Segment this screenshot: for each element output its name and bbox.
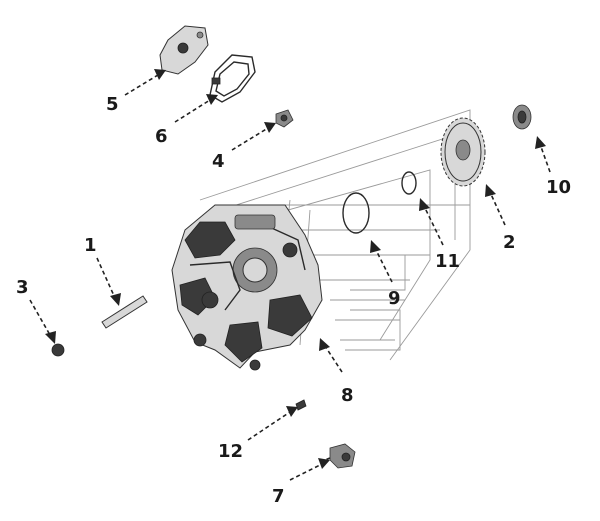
o-ring-part-11 bbox=[401, 171, 417, 195]
screw-part-12 bbox=[295, 399, 307, 411]
callout-6: 6 bbox=[155, 126, 168, 147]
callout-1: 1 bbox=[84, 235, 97, 256]
drive-gear-part-2 bbox=[440, 117, 486, 187]
callout-3: 3 bbox=[16, 277, 29, 298]
callout-10: 10 bbox=[546, 177, 571, 198]
o-ring-part-9 bbox=[342, 192, 370, 234]
callout-5: 5 bbox=[106, 94, 119, 115]
callout-labels: 1 2 3 4 5 6 7 8 9 10 11 12 bbox=[16, 94, 571, 507]
callout-4: 4 bbox=[212, 151, 225, 172]
valve-part-7 bbox=[329, 443, 356, 469]
callout-9: 9 bbox=[388, 288, 401, 309]
plug-part-3 bbox=[51, 343, 65, 357]
callout-2: 2 bbox=[503, 232, 516, 253]
nut-part-10 bbox=[512, 104, 532, 130]
callout-12: 12 bbox=[218, 441, 243, 462]
pump-housing-part-8 bbox=[171, 204, 323, 371]
leader-lines bbox=[29, 69, 551, 481]
cover-plate-part-5 bbox=[159, 25, 209, 75]
pin-part-1 bbox=[101, 295, 148, 329]
callout-7: 7 bbox=[272, 486, 285, 507]
callout-8: 8 bbox=[341, 385, 354, 406]
fitting-part-4 bbox=[275, 109, 294, 128]
callout-11: 11 bbox=[435, 251, 460, 272]
